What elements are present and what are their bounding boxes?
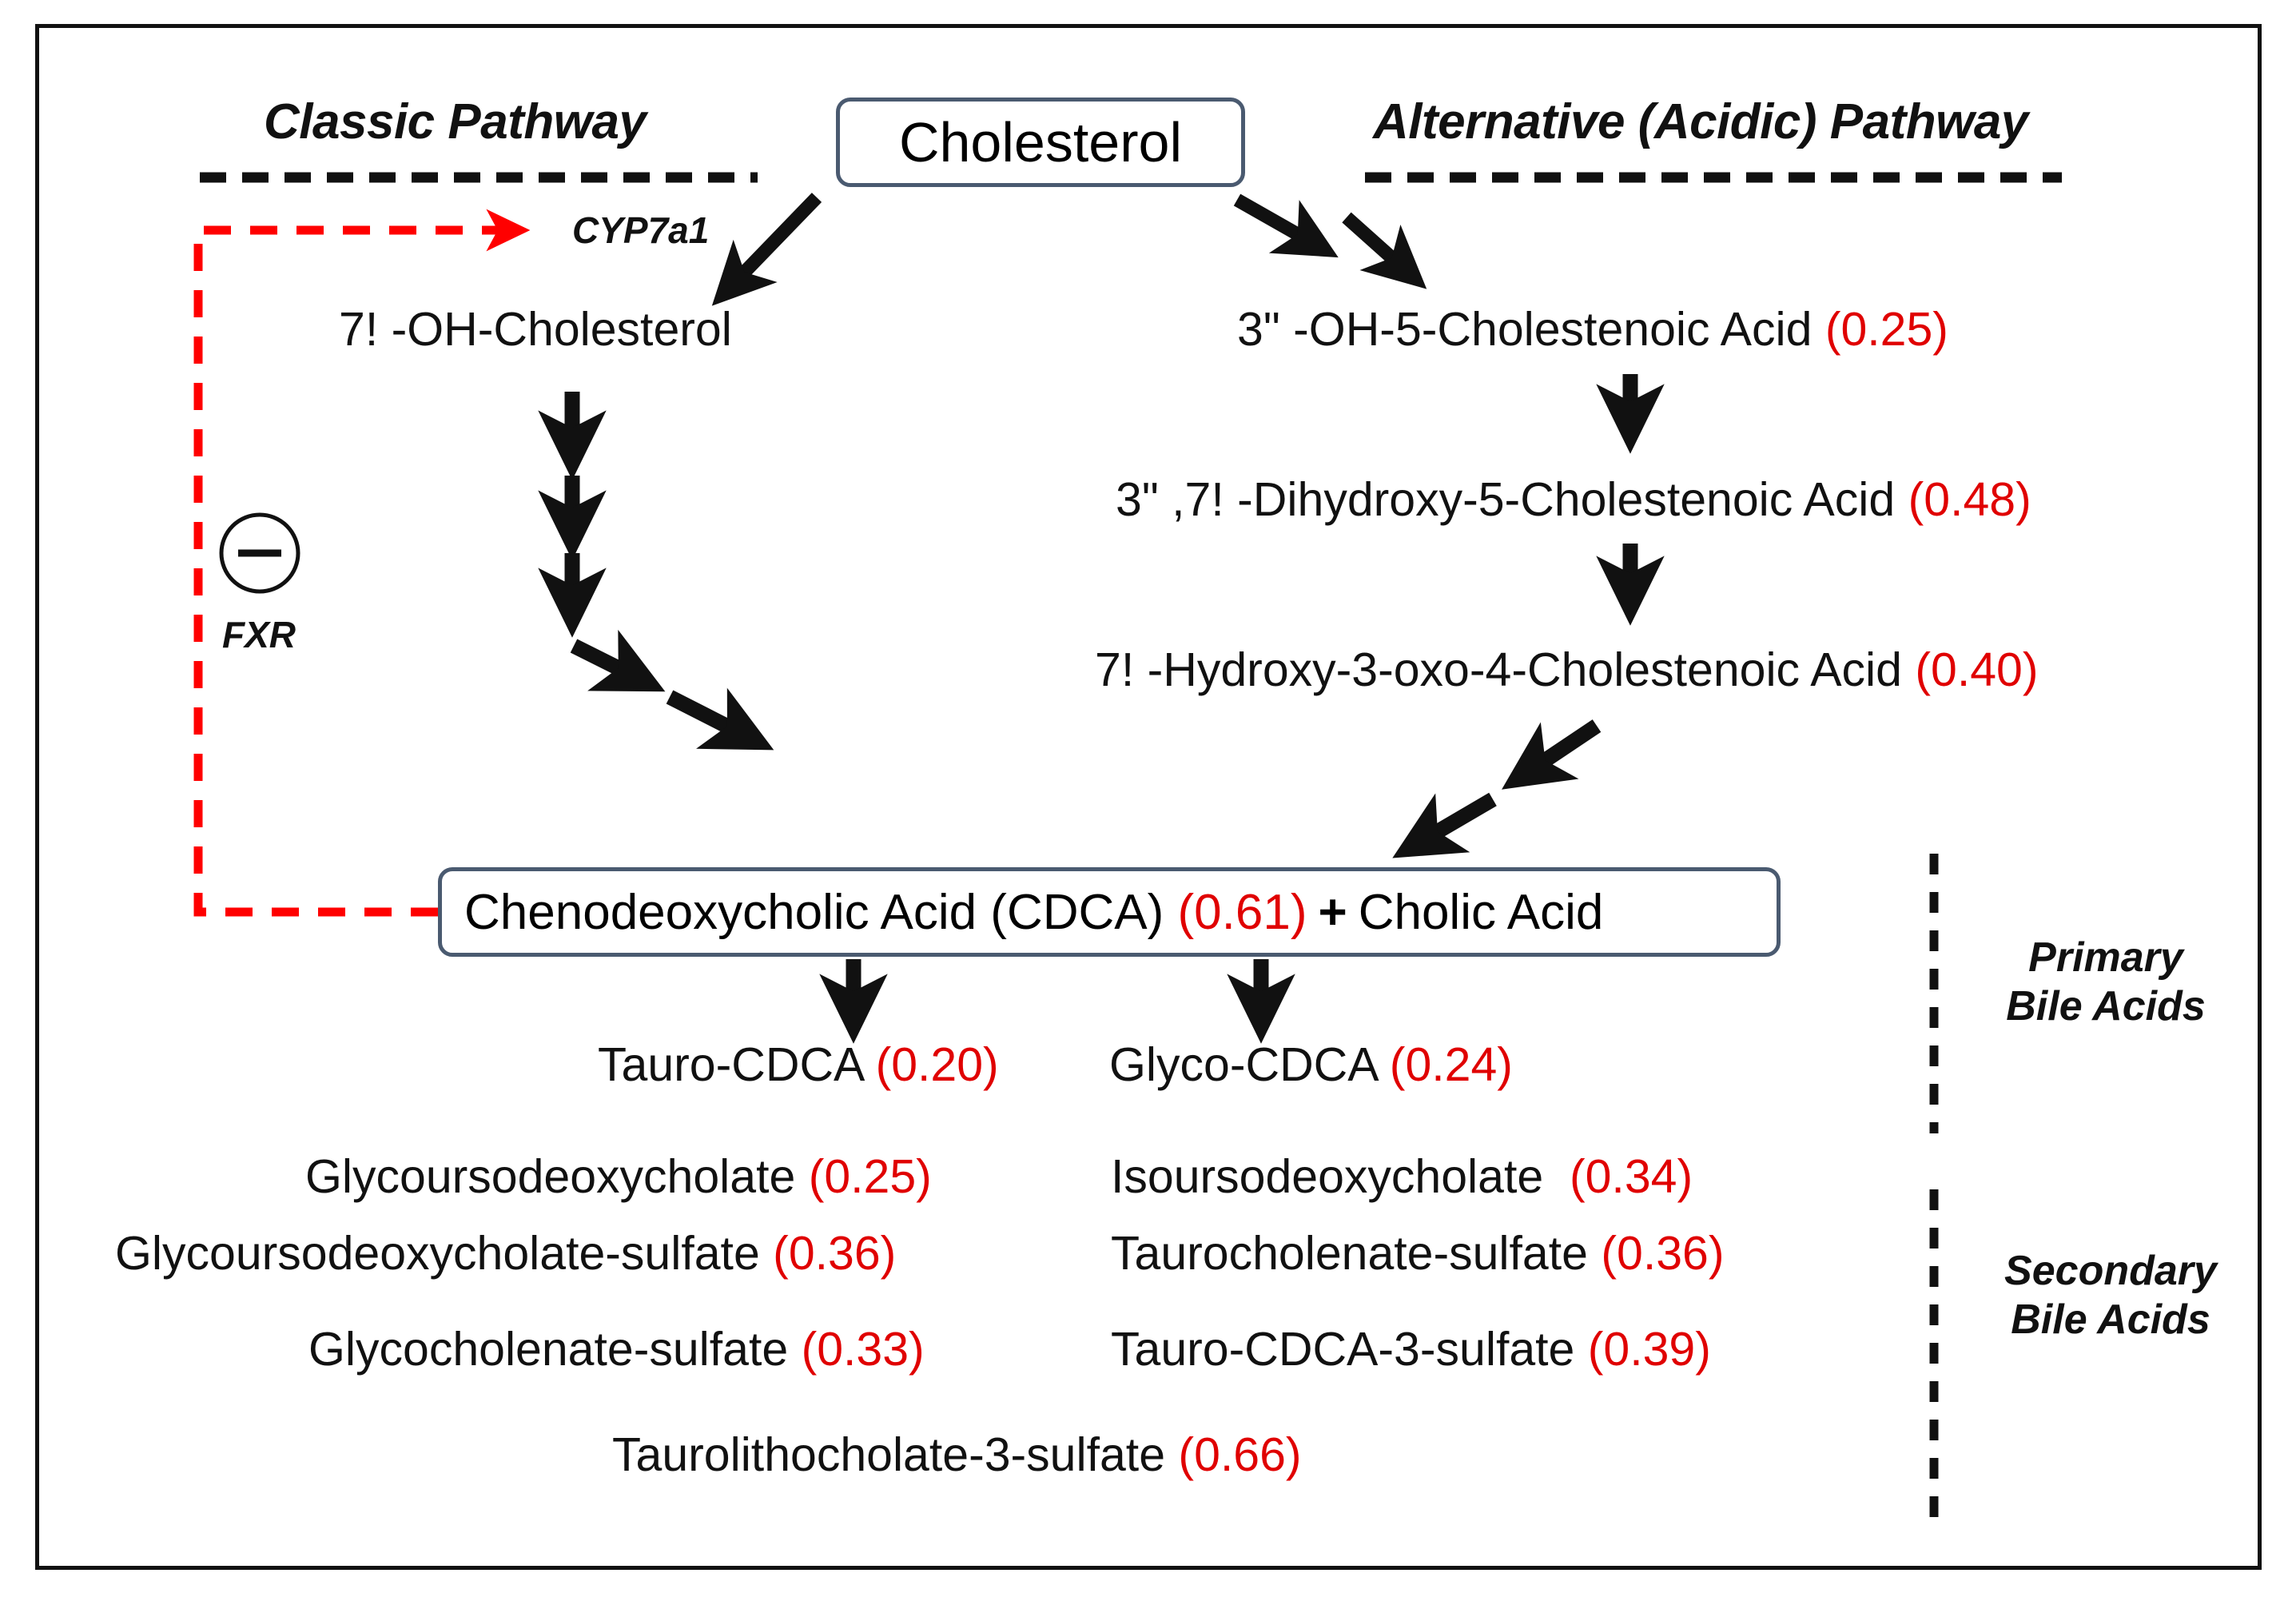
node-glyco-cdca-label: Glyco-CDCA [1109,1038,1377,1091]
node-cholesterol-label: Cholesterol [898,111,1183,173]
node-taurolithocholate-3-sulfate-value: (0.66) [1178,1428,1302,1481]
node-hydroxy-3-oxo-4-cholestenoic-acid: 7! -Hydroxy-3-oxo-4-Cholestenoic Acid (0… [1095,643,2039,696]
node-taurocholenate-sulfate-label: Taurocholenate-sulfate [1111,1227,1588,1280]
node-taurolithocholate-3-sulfate-label: Taurolithocholate-3-sulfate [612,1428,1166,1481]
node-glycoursodeoxycholate-sulfate: Glycoursodeoxycholate-sulfate (0.36) [115,1229,896,1279]
node-glycocholenate-sulfate: Glycocholenate-sulfate (0.33) [308,1323,925,1376]
node-taurocholenate-sulfate-value: (0.36) [1601,1227,1725,1280]
node-glycoursodeoxycholate-sulfate-label: Glycoursodeoxycholate-sulfate [115,1227,760,1280]
node-7oh-cholesterol-label: 7! -OH-Cholesterol [339,303,732,356]
node-isoursodeoxycholate-value: (0.34) [1569,1150,1693,1203]
secondary-bile-acids-group-label: Secondary Bile Acids [2004,1248,2217,1344]
node-taurolithocholate-3-sulfate: Taurolithocholate-3-sulfate (0.66) [612,1428,1302,1481]
node-3oh-5-cholestenoic-acid: 3" -OH-5-Cholestenoic Acid (0.25) [1237,305,1948,355]
node-tauro-cdca-3-sulfate-value: (0.39) [1587,1323,1711,1376]
node-cdca-label: Chenodeoxycholic Acid (CDCA) [464,884,1164,940]
enzyme-cyp7a1-label: CYP7a1 [572,209,710,251]
node-tauro-cdca-value: (0.20) [875,1038,999,1091]
node-dihydroxy-5-cholestenoic-acid-value: (0.48) [1908,473,2031,526]
node-tauro-cdca-label: Tauro-CDCA [598,1038,863,1091]
node-7oh-cholesterol: 7! -OH-Cholesterol [339,305,732,355]
node-hydroxy-3-oxo-4-cholestenoic-acid-value: (0.40) [1915,643,2039,696]
node-3oh-5-cholestenoic-acid-label: 3" -OH-5-Cholestenoic Acid [1237,303,1813,356]
node-glyco-cdca-value: (0.24) [1389,1038,1513,1091]
node-glycocholenate-sulfate-value: (0.33) [801,1323,925,1376]
node-glycoursodeoxycholate-sulfate-value: (0.36) [773,1227,897,1280]
node-isoursodeoxycholate-label: Isoursodeoxycholate [1111,1150,1544,1203]
node-glycoursodeoxycholate-label: Glycoursodeoxycholate [305,1150,796,1203]
node-hydroxy-3-oxo-4-cholestenoic-acid-label: 7! -Hydroxy-3-oxo-4-Cholestenoic Acid [1095,643,1902,696]
node-dihydroxy-5-cholestenoic-acid: 3" ,7! -Dihydroxy-5-Cholestenoic Acid (0… [1116,473,2031,526]
node-glyco-cdca: Glyco-CDCA (0.24) [1109,1038,1513,1091]
node-cholic-acid-label: Cholic Acid [1358,884,1604,940]
node-cdca[interactable]: Chenodeoxycholic Acid (CDCA) (0.61)+Chol… [438,867,1781,957]
alternative-pathway-title: Alternative (Acidic) Pathway [1373,94,2028,149]
node-tauro-cdca: Tauro-CDCA (0.20) [598,1038,999,1091]
node-cdca-plus-sign: + [1318,884,1347,940]
figure-border [35,24,2262,1570]
regulator-fxr-label: FXR [222,614,296,655]
node-isoursodeoxycholate: Isoursodeoxycholate (0.34) [1111,1150,1693,1203]
node-glycoursodeoxycholate-value: (0.25) [808,1150,932,1203]
node-taurocholenate-sulfate: Taurocholenate-sulfate (0.36) [1111,1229,1725,1279]
classic-pathway-title: Classic Pathway [264,94,647,149]
primary-bile-acids-group-label: Primary Bile Acids [2006,934,2206,1030]
node-dihydroxy-5-cholestenoic-acid-label: 3" ,7! -Dihydroxy-5-Cholestenoic Acid [1116,473,1896,526]
node-tauro-cdca-3-sulfate: Tauro-CDCA-3-sulfate (0.39) [1111,1323,1711,1376]
node-glycoursodeoxycholate: Glycoursodeoxycholate (0.25) [305,1150,932,1203]
node-cdca-value: (0.61) [1177,884,1307,940]
node-cholesterol[interactable]: Cholesterol [836,98,1245,187]
node-glycocholenate-sulfate-label: Glycocholenate-sulfate [308,1323,789,1376]
node-3oh-5-cholestenoic-acid-value: (0.25) [1824,303,1948,356]
node-tauro-cdca-3-sulfate-label: Tauro-CDCA-3-sulfate [1111,1323,1575,1376]
